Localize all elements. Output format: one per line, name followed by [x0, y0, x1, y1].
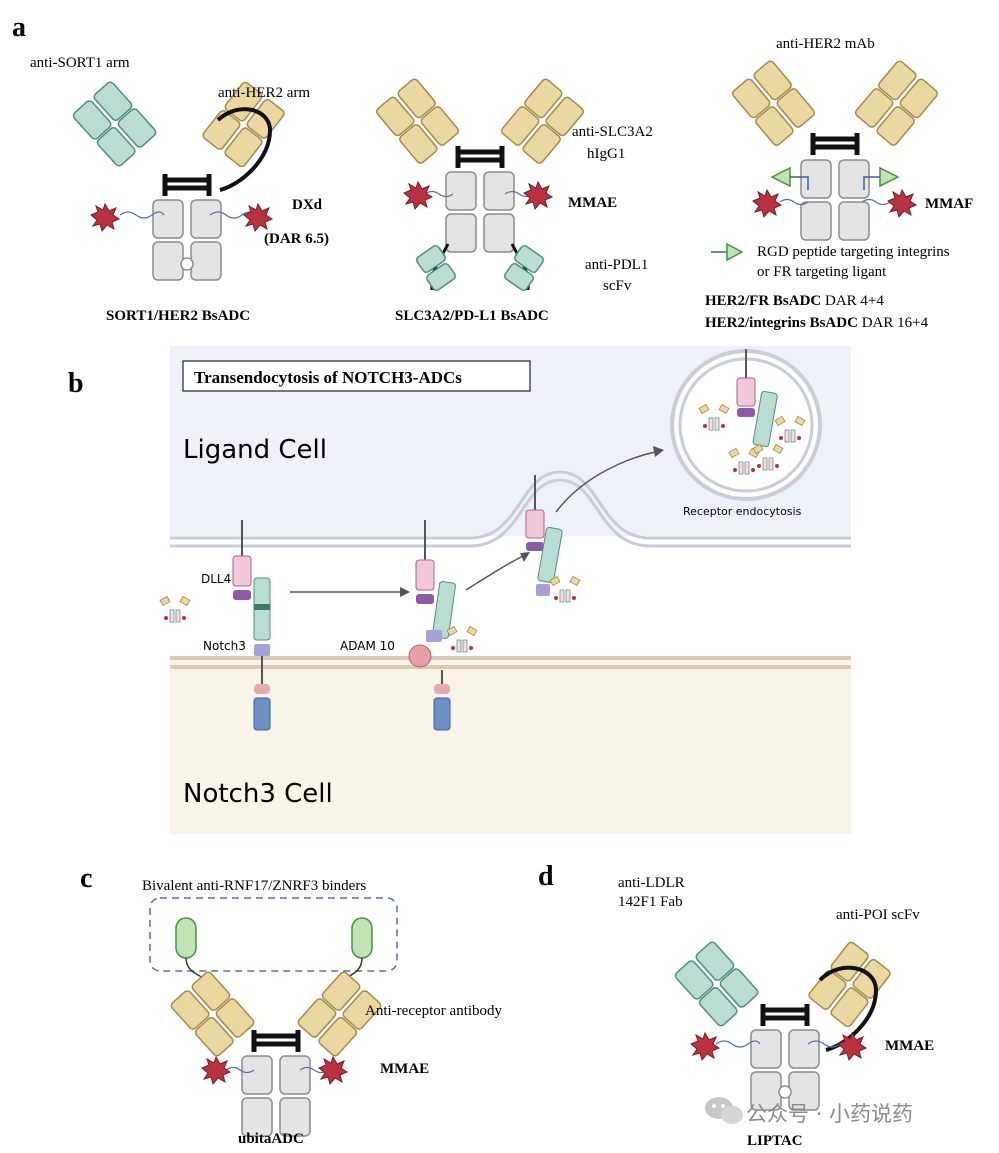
- panel-b-title: Transendocytosis of NOTCH3-ADCs: [194, 368, 462, 387]
- label-higg1: hIgG1: [587, 146, 625, 162]
- sort1-her2-antibody: [71, 79, 287, 281]
- label-anti-her2-arm: anti-HER2 arm: [218, 85, 310, 101]
- dll4-notch3-complex-3: [525, 475, 563, 596]
- ubitaadc-antibody: [169, 917, 383, 1137]
- label-dxd: DXd: [292, 197, 323, 213]
- panel-a-letter: a: [12, 12, 26, 43]
- arrow-2: [465, 554, 526, 591]
- label-dll4: DLL4: [201, 572, 231, 586]
- wechat-icon: [705, 1097, 743, 1124]
- label-scfv: scFv: [603, 278, 632, 294]
- ligand-membrane-outer: [170, 470, 851, 540]
- caption-slc3a2-pdl1: SLC3A2/PD-L1 BsADC: [395, 308, 549, 324]
- panel-d-letter: d: [538, 861, 554, 892]
- dll4-notch3-complex-1: [232, 520, 271, 731]
- notch3-cell-area: [170, 660, 851, 834]
- label-anti-ldlr: anti-LDLR: [618, 875, 685, 891]
- label-anti-slc3a2: anti-SLC3A2: [572, 124, 653, 140]
- caption-sort1-her2: SORT1/HER2 BsADC: [106, 308, 250, 324]
- label-mmaf: MMAF: [925, 196, 973, 212]
- label-adam10: ADAM 10: [340, 639, 395, 653]
- label-anti-pdl1: anti-PDL1: [585, 257, 648, 273]
- arrow-3: [555, 451, 656, 513]
- her2-mab-antibody: [730, 58, 940, 241]
- ligand-cell-label: Ligand Cell: [183, 435, 327, 465]
- label-notch3: Notch3: [203, 639, 246, 653]
- label-receptor-endocytosis: Receptor endocytosis: [683, 505, 802, 518]
- title-box: [182, 360, 531, 392]
- endosome: [670, 349, 822, 501]
- notch-membrane-inner: [170, 665, 851, 669]
- caption-her2-fr: HER2/FR BsADC DAR 4+4: [705, 293, 884, 309]
- label-anti-sort1: anti-SORT1 arm: [30, 55, 130, 71]
- label-bivalent-binders: Bivalent anti-RNF17/ZNRF3 binders: [142, 878, 366, 894]
- label-anti-her2-mab: anti-HER2 mAb: [776, 36, 875, 52]
- caption-ubitaadc: ubitaADC: [238, 1131, 304, 1147]
- label-dar-6-5: (DAR 6.5): [264, 231, 329, 247]
- caption-liptac: LIPTAC: [747, 1133, 803, 1149]
- caption-her2-integrins: HER2/integrins BsADC DAR 16+4: [705, 315, 929, 331]
- binders-dashed-box: [149, 897, 398, 972]
- panel-b-letter: b: [68, 368, 84, 399]
- label-mmae-d: MMAE: [885, 1038, 934, 1054]
- legend-ligand-icon: [711, 242, 744, 262]
- label-mmae-c: MMAE: [380, 1061, 429, 1077]
- ligand-membrane-inner: [170, 478, 851, 548]
- label-anti-receptor: Anti-receptor antibody: [365, 1003, 503, 1019]
- legend-line-2: or FR targeting ligant: [757, 264, 887, 280]
- dll4-notch3-complex-2: [408, 520, 456, 731]
- notch-membrane-outer: [170, 656, 851, 660]
- label-mmae-a: MMAE: [568, 195, 617, 211]
- liptac-antibody: [673, 939, 893, 1111]
- watermark-text: 公众号 · 小药说药: [746, 1102, 913, 1126]
- legend-line-1: RGD peptide targeting integrins: [757, 244, 950, 260]
- label-anti-poi-scfv: anti-POI scFv: [836, 907, 920, 923]
- notch3-cell-label: Notch3 Cell: [183, 779, 333, 809]
- label-142f1-fab: 142F1 Fab: [618, 894, 683, 910]
- slc3a2-pdl1-antibody: [374, 76, 586, 292]
- panel-c-letter: c: [80, 863, 92, 894]
